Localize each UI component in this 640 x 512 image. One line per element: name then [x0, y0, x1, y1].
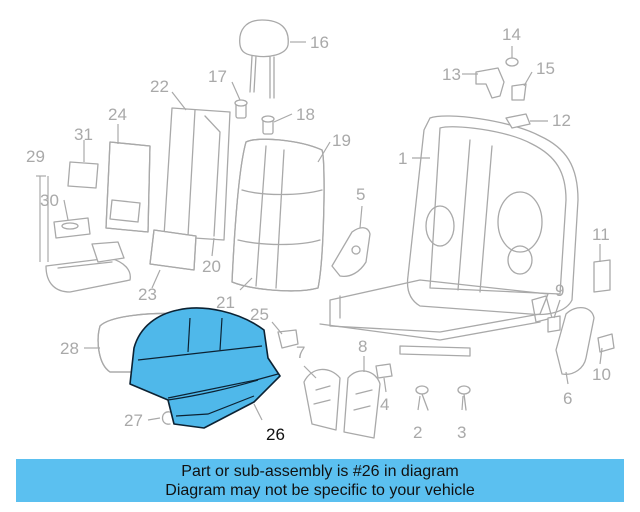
callout-28: 28 — [60, 339, 79, 358]
cover-6-part — [555, 307, 595, 375]
callout-27: 27 — [124, 411, 143, 430]
seat-frame-1-part — [319, 115, 579, 357]
callout-25: 25 — [250, 305, 269, 324]
callout-26: 26 — [266, 425, 285, 444]
cup-holder-30-part — [53, 217, 91, 239]
clip-4-part — [375, 363, 393, 379]
callout-5: 5 — [356, 185, 365, 204]
callout-12: 12 — [552, 111, 571, 130]
callout-16: 16 — [310, 33, 329, 52]
callout-20: 20 — [202, 257, 221, 276]
bracket-5-part — [331, 227, 371, 278]
callout-17: 17 — [208, 67, 227, 86]
hinge-13-part — [475, 67, 505, 99]
banner-line-1: Part or sub-assembly is #26 in diagram — [181, 463, 459, 480]
bolt-3-part — [457, 385, 471, 411]
cover-11-part — [593, 259, 611, 293]
clip-27-part — [161, 411, 171, 425]
cap-14-part — [505, 57, 519, 67]
bracket-12-part — [505, 113, 531, 129]
back-panel-24-part — [105, 141, 151, 233]
callout-7: 7 — [296, 343, 305, 362]
callout-11: 11 — [592, 225, 610, 244]
callout-14: 14 — [502, 25, 521, 44]
knob-10-part — [597, 333, 615, 353]
guide-17-part — [234, 99, 248, 119]
lever-9-part — [547, 315, 561, 333]
seat-cushion-26-part — [129, 307, 281, 429]
callout-21: 21 — [216, 293, 235, 312]
info-banner: Part or sub-assembly is #26 in diagram D… — [16, 459, 624, 502]
callout-8: 8 — [358, 337, 367, 356]
bracket-7-part — [303, 368, 341, 431]
parts-diagram: 1 2 3 4 5 6 7 8 9 10 11 12 13 14 15 16 1… — [26, 19, 615, 444]
callout-10: 10 — [592, 365, 611, 384]
callout-22: 22 — [150, 77, 169, 96]
callout-31: 31 — [74, 125, 93, 144]
callout-30: 30 — [40, 191, 59, 210]
callout-4: 4 — [380, 395, 389, 414]
pad-31-part — [67, 161, 99, 189]
bracket-25-part — [277, 329, 299, 349]
pad-23-part — [149, 229, 197, 271]
callout-18: 18 — [296, 105, 315, 124]
callout-1: 1 — [398, 149, 407, 168]
banner-line-2: Diagram may not be specific to your vehi… — [165, 482, 475, 499]
bolt-2-part — [415, 385, 429, 411]
callout-13: 13 — [442, 65, 461, 84]
callout-2: 2 — [413, 423, 422, 442]
bracket-8-part — [343, 370, 381, 439]
callout-19: 19 — [332, 131, 351, 150]
clip-15-part — [511, 83, 527, 101]
callout-9: 9 — [555, 281, 564, 300]
armrest-29-part — [45, 241, 131, 293]
headrest-part — [239, 19, 289, 99]
seatback-pad-22-part — [163, 107, 231, 241]
callout-29: 29 — [26, 147, 45, 166]
guide-18-part — [261, 115, 275, 135]
seatback-cover-part — [231, 138, 325, 292]
callout-24: 24 — [108, 105, 127, 124]
callout-15: 15 — [536, 59, 555, 78]
callout-23: 23 — [138, 285, 157, 304]
callout-3: 3 — [457, 423, 466, 442]
leader-lines — [36, 41, 603, 421]
callout-6: 6 — [563, 389, 572, 408]
callout-labels: 1 2 3 4 5 6 7 8 9 10 11 12 13 14 15 16 1… — [26, 25, 611, 444]
